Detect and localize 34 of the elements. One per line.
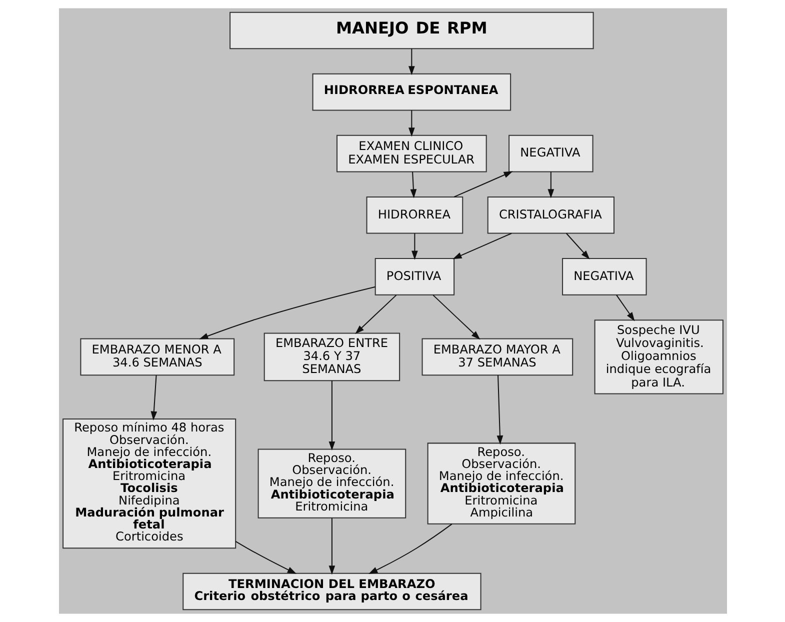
arrow [198, 286, 375, 340]
node-box: MANEJO DE RPM [229, 12, 594, 50]
arrow [368, 524, 452, 574]
arrow [408, 48, 414, 76]
arrow [328, 518, 335, 575]
arrow [432, 294, 480, 340]
node-box: HIDRORREA ESPONTANEA [312, 73, 511, 111]
node-box: POSITIVA [374, 258, 454, 296]
arrow [411, 233, 418, 260]
node-box: NEGATIVA [562, 258, 646, 296]
arrow [566, 233, 590, 260]
arrow [547, 172, 554, 198]
node-box: EMBARAZO MAYOR A 37 SEMANAS [421, 338, 573, 376]
node-box: EMBARAZO ENTRE 34.6 Y 37 SEMANAS [263, 332, 400, 382]
node-box: HIDRORREA [366, 196, 463, 234]
arrow [452, 232, 512, 260]
node-box: Reposo. Observación. Manejo de infección. Antibioticoterapia Eritromicina [257, 448, 406, 518]
node-box: Reposo. Observación. Manejo de infección. Antibioticoterapia Eritromicina Ampicilina [426, 442, 576, 524]
node-box: TERMINACION DEL EMBARAZO Criterio obstétrico para parto o cesárea [182, 572, 481, 610]
node-box: EXAMEN CLINICO EXAMEN ESPECULAR [336, 134, 486, 172]
node-box: Reposo mínimo 48 horas Observación. Manejo de infección. Antibioticoterapia Eritromicina Tocolisis Nifedipina Maduración pulmonar fetal Corticoides [62, 418, 236, 549]
node-box: Sospeche IVU Vulvovaginitis. Oligoamnios indique ecografía para ILA. [594, 320, 723, 394]
node-box: CRISTALOGRAFIA [486, 196, 614, 234]
node-box: NEGATIVA [508, 134, 593, 172]
arrow [453, 171, 512, 198]
arrow [408, 110, 414, 137]
arrow [234, 540, 296, 574]
arrow [328, 380, 335, 451]
node-box: EMBARAZO MENOR A 34.6 SEMANAS [80, 338, 234, 376]
arrow [150, 375, 157, 420]
arrow [354, 294, 396, 334]
arrow [410, 172, 416, 198]
arrow [616, 294, 634, 322]
arrow [496, 375, 503, 445]
